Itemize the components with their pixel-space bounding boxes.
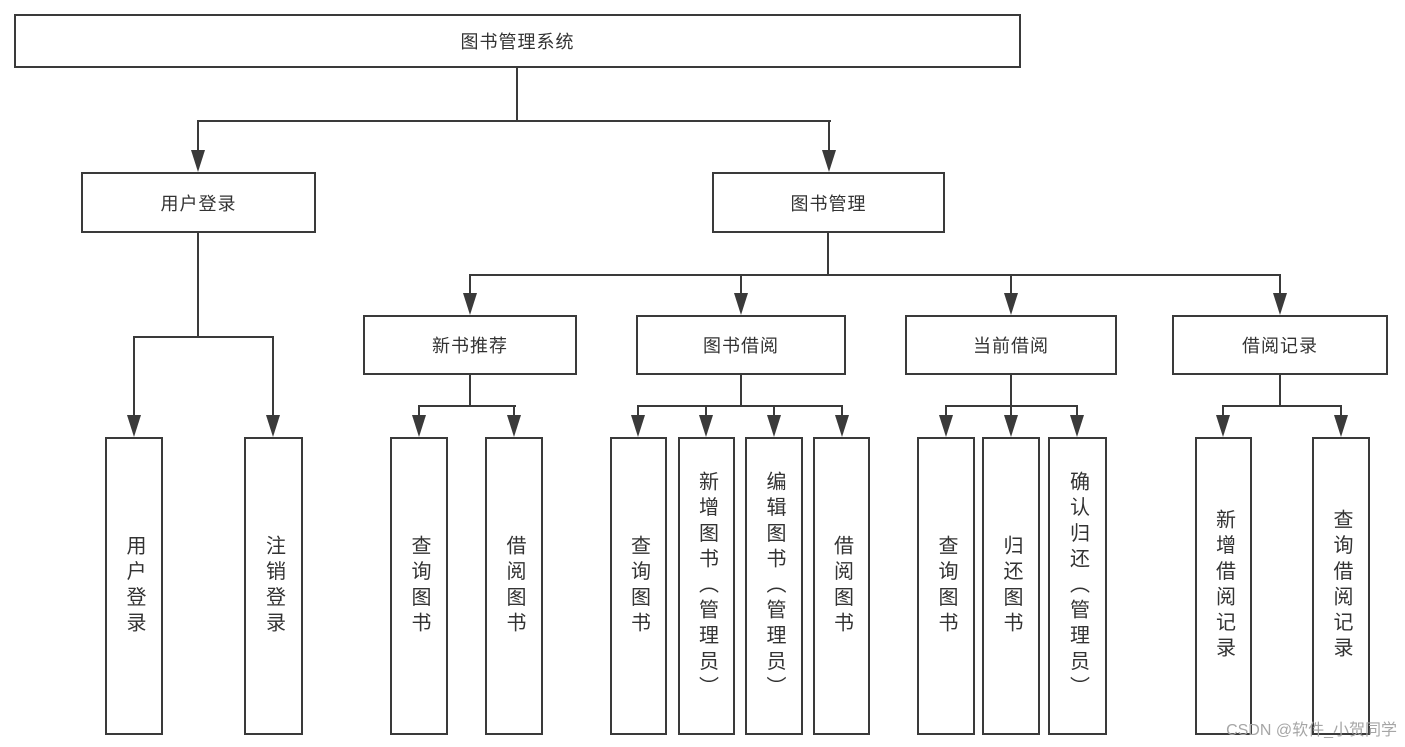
arrow-down-icon <box>835 415 849 437</box>
leaf-logout: 注销登录 <box>244 437 303 735</box>
connector-line <box>513 405 515 419</box>
watermark: CSDN @软件_小贺同学 <box>1226 722 1397 739</box>
connector-line <box>773 405 775 419</box>
connector-line <box>1222 405 1342 407</box>
connector-line <box>1340 405 1342 419</box>
connector-line <box>133 336 135 420</box>
connector-line <box>1279 274 1281 297</box>
connector-line <box>1010 405 1012 419</box>
arrow-down-icon <box>507 415 521 437</box>
connector-line <box>469 274 1281 276</box>
arrow-down-icon <box>822 150 836 172</box>
arrow-down-icon <box>767 415 781 437</box>
connector-line <box>841 405 843 419</box>
arrow-down-icon <box>463 293 477 315</box>
connector-line <box>133 336 274 338</box>
arrow-down-icon <box>1070 415 1084 437</box>
connector-line <box>1279 375 1281 405</box>
arrow-down-icon <box>1334 415 1348 437</box>
node-user-login: 用户登录 <box>81 172 316 233</box>
arrow-down-icon <box>191 150 205 172</box>
connector-line <box>740 274 742 297</box>
leaf-borrow-book-1: 借阅图书 <box>485 437 543 735</box>
connector-line <box>197 120 199 154</box>
node-book-borrow: 图书借阅 <box>636 315 846 375</box>
connector-line <box>1010 375 1012 405</box>
arrow-down-icon <box>734 293 748 315</box>
node-book-management: 图书管理 <box>712 172 945 233</box>
connector-line <box>272 336 274 420</box>
connector-line <box>418 405 516 407</box>
arrow-down-icon <box>127 415 141 437</box>
node-current-borrow: 当前借阅 <box>905 315 1117 375</box>
arrow-down-icon <box>1216 415 1230 437</box>
arrow-down-icon <box>1004 415 1018 437</box>
connector-line <box>740 375 742 405</box>
leaf-user-login: 用户登录 <box>105 437 163 735</box>
arrow-down-icon <box>266 415 280 437</box>
arrow-down-icon <box>1273 293 1287 315</box>
leaf-return-book: 归还图书 <box>982 437 1040 735</box>
connector-line <box>516 68 518 122</box>
connector-line <box>827 233 829 274</box>
connector-line <box>637 405 639 419</box>
leaf-query-book-2: 查询图书 <box>610 437 667 735</box>
connector-line <box>637 405 843 407</box>
leaf-add-borrow-record: 新增借阅记录 <box>1195 437 1252 735</box>
leaf-query-book-1: 查询图书 <box>390 437 448 735</box>
leaf-edit-book-admin: 编辑图书（管理员） <box>745 437 803 735</box>
arrow-down-icon <box>631 415 645 437</box>
connector-line <box>828 120 830 154</box>
leaf-add-book-admin: 新增图书（管理员） <box>678 437 735 735</box>
connector-line <box>1222 405 1224 419</box>
node-system-root: 图书管理系统 <box>14 14 1021 68</box>
connector-line <box>469 375 471 405</box>
arrow-down-icon <box>939 415 953 437</box>
connector-line <box>418 405 420 419</box>
connector-line <box>197 120 831 122</box>
leaf-query-book-3: 查询图书 <box>917 437 975 735</box>
connector-line <box>197 233 199 338</box>
arrow-down-icon <box>699 415 713 437</box>
node-new-book-recommend: 新书推荐 <box>363 315 577 375</box>
connector-line <box>1010 274 1012 297</box>
leaf-confirm-return-admin: 确认归还（管理员） <box>1048 437 1107 735</box>
leaf-query-borrow-record: 查询借阅记录 <box>1312 437 1370 735</box>
connector-line <box>945 405 947 419</box>
arrow-down-icon <box>412 415 426 437</box>
node-borrow-record: 借阅记录 <box>1172 315 1388 375</box>
leaf-borrow-book-2: 借阅图书 <box>813 437 870 735</box>
arrow-down-icon <box>1004 293 1018 315</box>
connector-line <box>1076 405 1078 419</box>
connector-line <box>469 274 471 297</box>
connector-line <box>705 405 707 419</box>
